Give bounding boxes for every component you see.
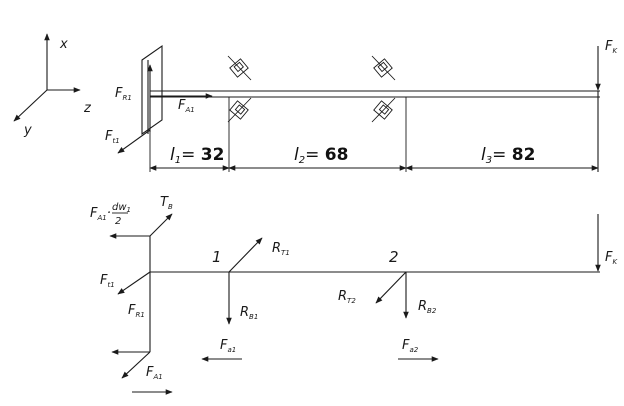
support-1-number: 1 — [212, 248, 222, 266]
fk-label: FK — [605, 250, 618, 266]
torque-arrow — [149, 213, 173, 237]
ft1-arrow-top — [117, 129, 151, 154]
left-forces: Ft1 FR1 FA1 — [100, 271, 173, 395]
x-axis-label: x — [59, 37, 68, 52]
torque-label: TB — [160, 195, 173, 211]
bearing-2-icon — [371, 55, 396, 123]
top-shaft — [149, 90, 600, 172]
rb2-label: RB2 — [418, 299, 437, 315]
moment-numerator: dw1 — [112, 202, 131, 214]
fa2-small-label: Fa2 — [402, 338, 419, 354]
dim-l1-label: l1= 32 — [170, 145, 224, 166]
right-end-force: FK — [595, 214, 618, 272]
rt2-label: RT2 — [338, 289, 356, 305]
coordinate-axes: x z y — [13, 33, 92, 138]
bearing-1-icon — [227, 55, 252, 123]
support-1: 1 RT1 RB1 Fa1 — [201, 237, 290, 362]
moment-denominator: 2 — [115, 216, 121, 227]
fa1-diagonal-arrow — [121, 351, 151, 379]
fa1-small-label: Fa1 — [220, 338, 236, 354]
top-forces: FR1 FA1 Ft1 FK — [105, 39, 618, 154]
ft1-label-top: Ft1 — [105, 129, 120, 145]
ft1-arrow — [117, 271, 151, 295]
fr1-label-top: FR1 — [115, 86, 132, 102]
rb1-label: RB1 — [240, 305, 258, 321]
rt1-arrow — [228, 237, 263, 273]
fk-label-top: FK — [605, 39, 618, 55]
gear-icon — [141, 44, 163, 136]
fa1-label: FA1 — [146, 365, 163, 381]
fa1-label-top: FA1 — [178, 98, 195, 114]
support-2: 2 RT2 RB2 Fa2 — [338, 248, 439, 362]
bottom-shaft — [149, 236, 600, 352]
support-2-number: 2 — [389, 248, 399, 266]
dim-l3-label: l3= 82 — [481, 145, 535, 166]
ft1-label: Ft1 — [100, 273, 115, 289]
rt1-label: RT1 — [272, 241, 290, 257]
rt2-arrow — [375, 271, 407, 304]
y-axis-arrow — [13, 89, 48, 122]
moment-term: FA1· dw1 2 TB — [90, 195, 173, 239]
y-axis-label: y — [23, 123, 32, 138]
z-axis-label: z — [83, 101, 92, 116]
fr1-label: FR1 — [128, 303, 145, 319]
dimension-chain: l1= 32 l2= 68 l3= 82 — [149, 145, 599, 171]
dim-l2-label: l2= 68 — [294, 145, 348, 166]
moment-force-label: FA1· — [90, 206, 111, 222]
